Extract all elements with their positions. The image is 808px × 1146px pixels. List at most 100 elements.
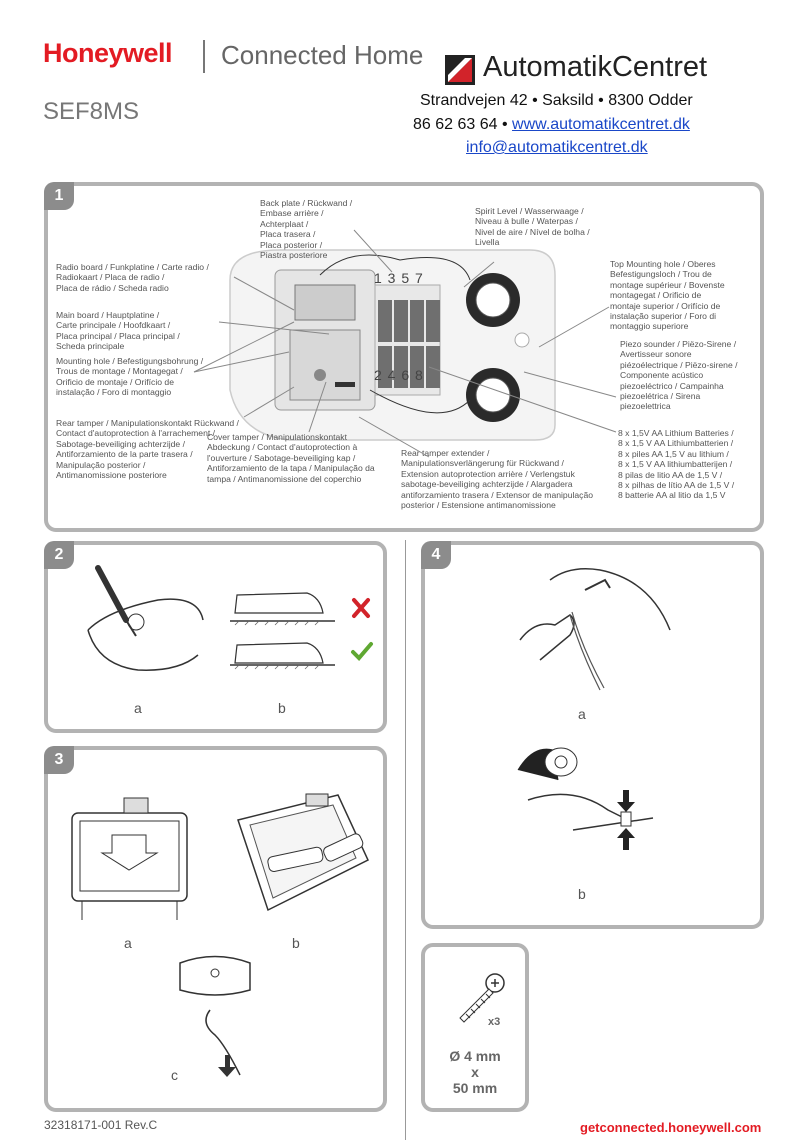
label-piezo-sounder: Piezo sounder / Piëzo-Sirene /Avertisseu… — [620, 339, 738, 412]
tagline: Connected Home — [221, 40, 424, 70]
label-line: antiforzamiento trasera / Extensor de ma… — [401, 489, 594, 500]
label-line: montaggio superiore — [610, 321, 689, 332]
automatikcentret-logo-icon — [445, 55, 475, 85]
label-line: Scheda principale — [56, 341, 125, 352]
label-line: Placa trasera / — [260, 229, 316, 240]
device-backplate-illustration — [229, 249, 556, 441]
label-line: 8 x piles AA 1,5 V au lithium / — [618, 448, 729, 459]
caption-4a: a — [578, 706, 586, 722]
label-line: 8 x 1,5 V AA Lithiumbatterien / — [618, 438, 734, 449]
label-line: Piezo sounder / Piëzo-Sirene / — [620, 339, 737, 349]
label-line: 8 x 1,5 V AA lithiumbatterijen / — [618, 459, 733, 470]
label-line: Orificio de montaje / Orifício de — [56, 376, 174, 387]
label-line: Antiforzamiento de la tapa / Manipulação… — [207, 463, 375, 474]
label-line: 8 pilas de litio AA de 1,5 V / — [618, 469, 723, 480]
label-line: Top Mounting hole / Oberes — [610, 259, 716, 269]
label-line: instalação / Foro di montaggio — [56, 387, 172, 398]
label-line: tampa / Antimanomissione del coperchio — [207, 473, 362, 484]
label-line: Antimanomissione posteriore — [56, 470, 167, 481]
dealer-contact: 86 62 63 64 • www.automatikcentret.dk — [413, 116, 690, 134]
label-rear-tamper-extender: Rear tamper extender /Manipulationsverlä… — [401, 448, 593, 510]
dealer-phone: 86 62 63 64 • — [413, 116, 508, 133]
dealer-website-link[interactable]: www.automatikcentret.dk — [512, 116, 690, 133]
battery-insertion-illustration — [237, 793, 369, 912]
label-line: piezoelétrica / Sirena — [620, 391, 701, 402]
dealer-email-link[interactable]: info@automatikcentret.dk — [466, 139, 648, 156]
dealer-address: Strandvejen 42 • Saksild • 8300 Odder — [420, 92, 693, 109]
caption-2b: b — [278, 700, 286, 716]
label-line: Mounting hole / Befestigungsbohrung / — [56, 356, 204, 366]
label-batteries: 8 x 1,5V AA Lithium Batteries /8 x 1,5 V… — [618, 428, 734, 501]
label-line: Trous de montage / Montagegat / — [56, 366, 183, 377]
leader-lines — [193, 229, 617, 458]
check-icon — [351, 642, 373, 661]
label-line: piézoélectrique / Piëzo-sirene / — [620, 359, 738, 370]
tamper-press-illustration — [517, 747, 654, 850]
label-line: Radiokaart / Placa de radio / — [56, 272, 165, 283]
label-line: Befestigungsloch / Trou de — [610, 269, 712, 280]
label-line: Cover tamper / Manipulationskontakt — [207, 432, 347, 442]
caption-4b: b — [578, 886, 586, 902]
label-radio-board: Radio board / Funkplatine / Carte radio … — [56, 262, 209, 293]
label-line: Achterplaat / — [260, 218, 309, 229]
label-line: montaje superior / Orifício de — [610, 300, 721, 311]
label-line: Abdeckung / Contact d'autoprotection à — [207, 442, 358, 453]
label-spirit-level: Spirit Level / Wasserwaage /Niveau à bul… — [475, 206, 590, 248]
label-line: 8 x pilhas de lítio AA de 1,5 V / — [618, 480, 735, 491]
header-divider — [203, 40, 205, 73]
label-line: sabotage-beveiliging achterzijde / Alarg… — [401, 479, 573, 490]
label-line: Rear tamper extender / — [401, 448, 490, 458]
label-line: Contact d'autoprotection à l'arrachement… — [56, 428, 216, 439]
label-line: 8 x 1,5V AA Lithium Batteries / — [618, 428, 734, 438]
panel-number: 3 — [44, 746, 74, 774]
label-line: Main board / Hauptplatine / — [56, 310, 160, 320]
label-line: 8 batterie AA al litio da 1,5 V — [618, 490, 726, 501]
label-line: Nivel de aire / Nível de bolha / — [475, 226, 590, 237]
battery-slots-top: 1 3 5 7 — [374, 270, 424, 286]
label-line: Manipulação posterior / — [56, 459, 146, 470]
label-line: Placa posterior / — [260, 239, 323, 250]
label-line: Sabotage-beveiliging achterzijde / — [56, 438, 185, 449]
caption-3c: c — [171, 1067, 178, 1083]
document-id: 32318171-001 Rev.C — [44, 1118, 158, 1132]
wire-threading-illustration — [519, 568, 671, 691]
screw-icon — [459, 973, 505, 1023]
caption-2a: a — [134, 700, 142, 716]
dealer-name: AutomatikCentret — [483, 51, 708, 83]
panel-4: 4 — [421, 541, 764, 929]
screw-spec-panel — [421, 943, 529, 1112]
label-mounting-hole: Mounting hole / Befestigungsbohrung /Tro… — [56, 356, 203, 398]
label-line: Back plate / Rückwand / — [260, 198, 353, 208]
label-line: Carte principale / Hoofdkaart / — [56, 320, 171, 331]
screw-diameter: Ø 4 mm — [449, 1048, 501, 1064]
label-line: posterior / Estensione antimanomissione — [401, 500, 556, 511]
label-line: piezoelettrica — [620, 401, 671, 412]
label-line: Placa de rádio / Scheda radio — [56, 282, 169, 293]
label-line: Livella — [475, 237, 500, 248]
label-line: Spirit Level / Wasserwaage / — [475, 206, 584, 216]
website-link[interactable]: getconnected.honeywell.com — [580, 1120, 762, 1135]
label-line: Embase arrière / — [260, 208, 324, 219]
caption-3a: a — [124, 935, 132, 951]
label-line: l'ouverture / Sabotage-beveiliging kap / — [207, 452, 356, 463]
caption-3b: b — [292, 935, 300, 951]
honeywell-logo: Honeywell — [43, 38, 173, 68]
panel-number: 2 — [44, 541, 74, 569]
battery-slots-bottom: 2 4 6 8 — [374, 367, 424, 383]
model-title: SEF8MS — [43, 98, 140, 125]
label-line: Piastra posteriore — [260, 250, 328, 261]
label-line: montage supérieur / Bovenste — [610, 279, 725, 290]
label-line: Rear tamper / Manipulationskontakt Rückw… — [56, 418, 239, 428]
screw-quantity: x3 — [488, 1016, 501, 1028]
screw-x: x — [471, 1064, 479, 1080]
screw-length: 50 mm — [452, 1080, 498, 1096]
mounting-angle-illustration — [230, 592, 335, 670]
label-line: Radio board / Funkplatine / Carte radio … — [56, 262, 209, 272]
label-line: Placa principal / Placa principal / — [56, 330, 180, 341]
screwdriver-illustration — [87, 565, 204, 671]
label-back-plate: Back plate / Rückwand /Embase arrière /A… — [260, 198, 352, 260]
pull-tab-illustration — [179, 955, 251, 1077]
panel-number: 4 — [421, 541, 451, 569]
